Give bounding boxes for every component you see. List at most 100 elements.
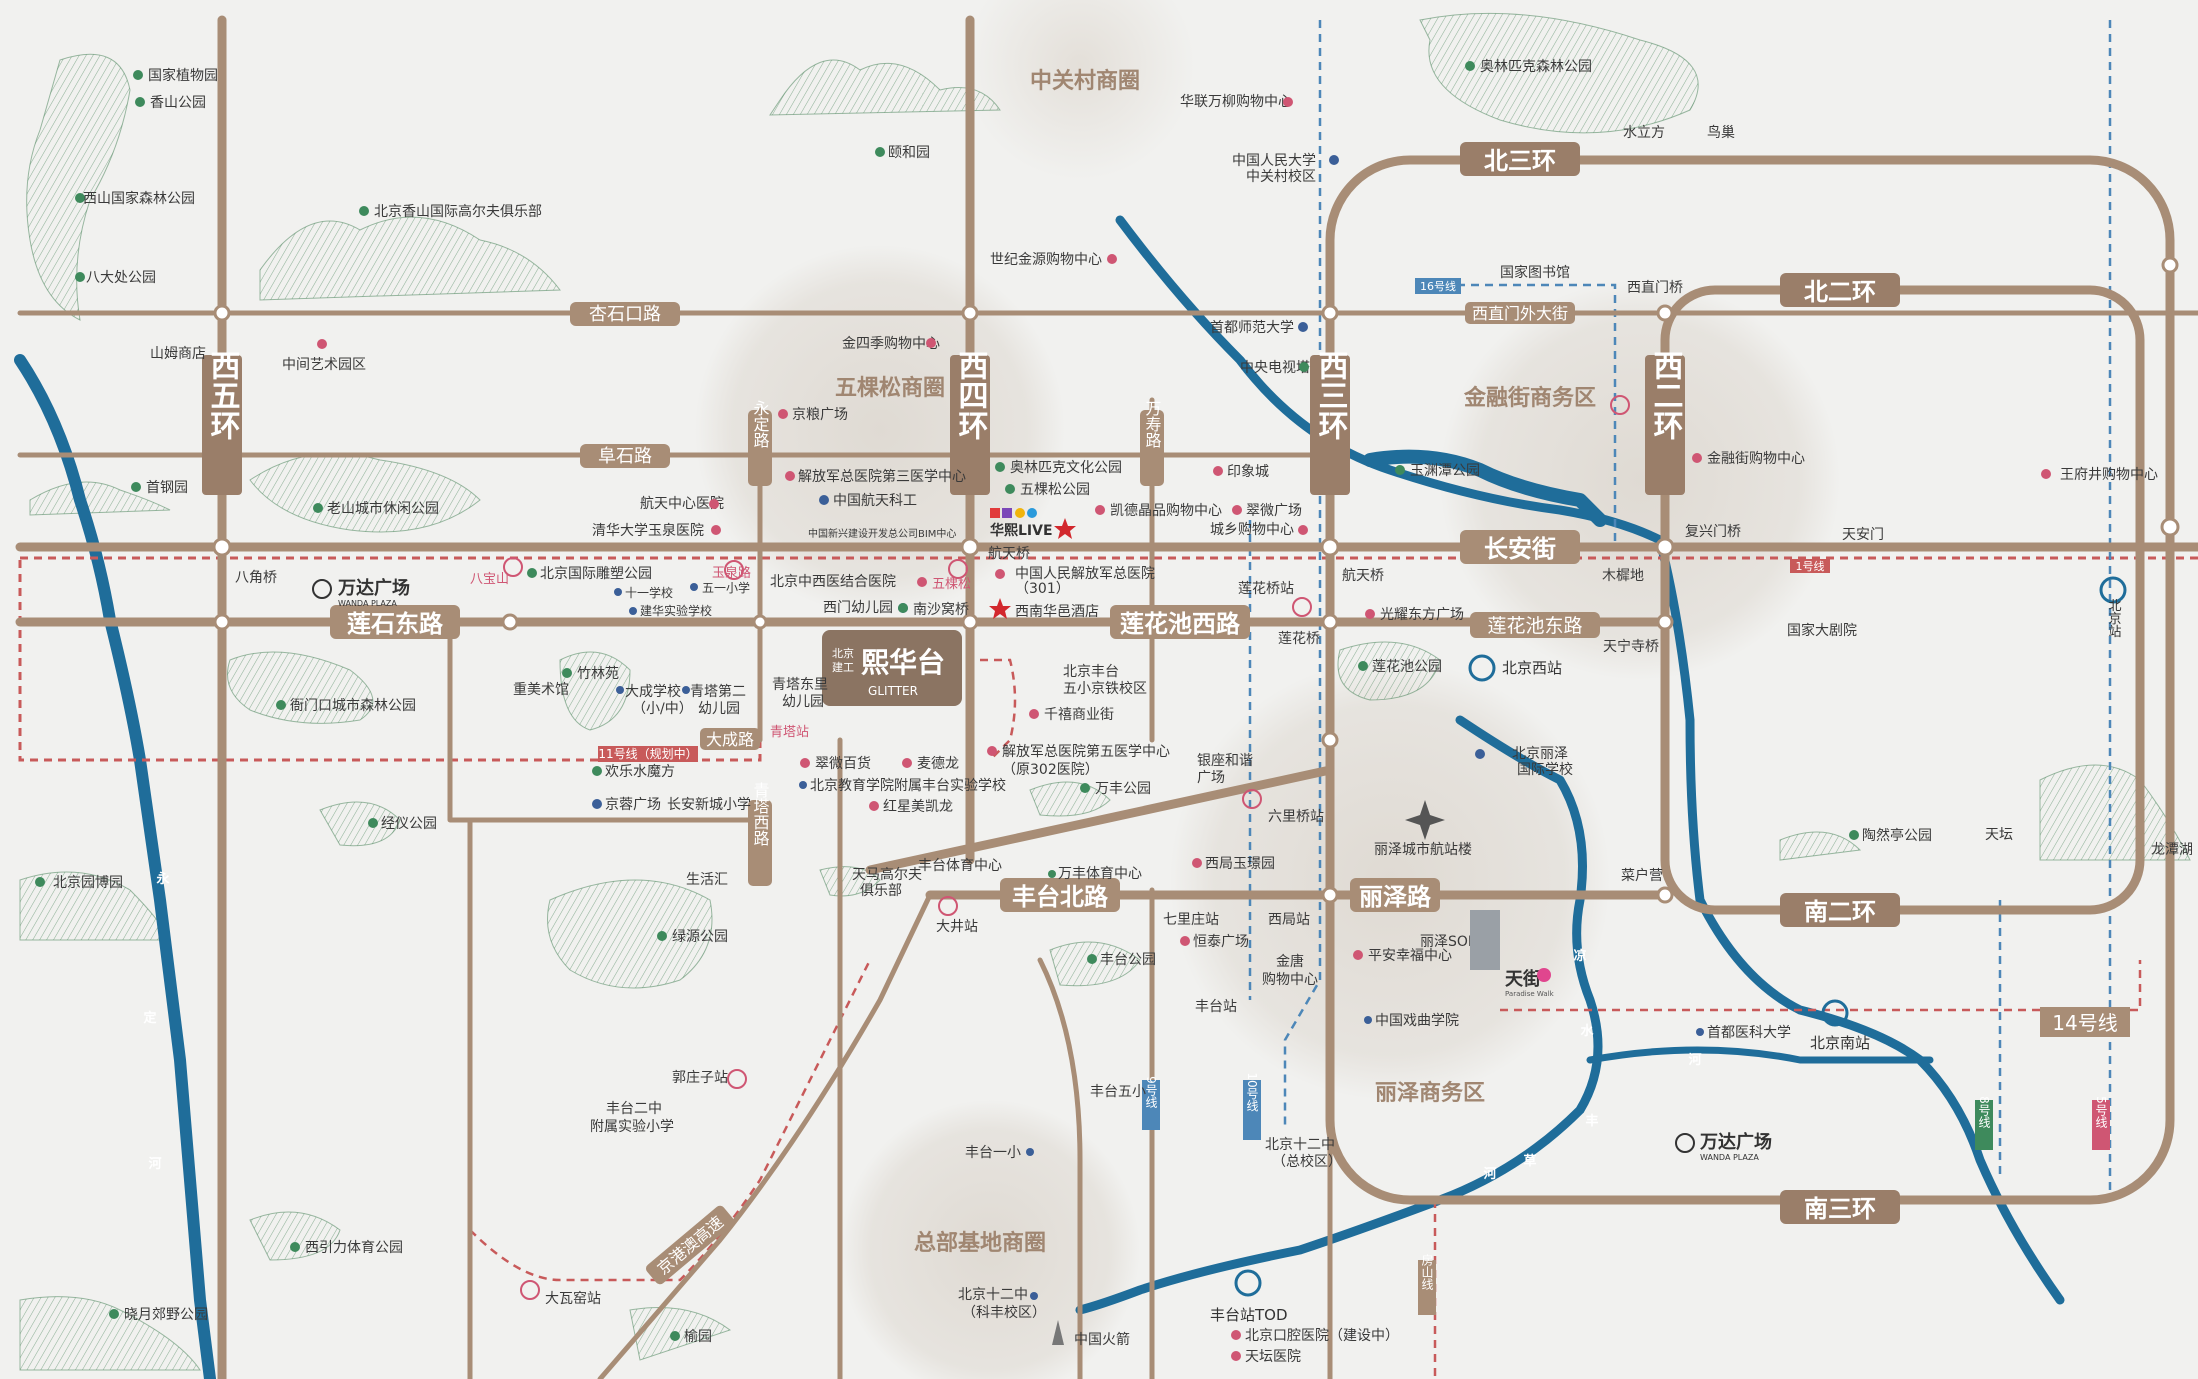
svg-text:西五环: 西五环 <box>205 350 241 440</box>
brands: 万达广场 WANDA PLAZA 万达广场 WANDA PLAZA 华熙LIVE… <box>312 508 1772 1162</box>
svg-text:北京丽泽: 北京丽泽 <box>1512 746 1568 762</box>
project-marker[interactable]: 北京 建工 熙华台 GLITTER <box>822 630 962 706</box>
line10-label[interactable]: 10号线 <box>1243 1072 1261 1140</box>
svg-text:北京丰台: 北京丰台 <box>1063 664 1119 680</box>
line16-label[interactable]: 16号线 <box>1415 278 1461 294</box>
fushi-label[interactable]: 阜石路 <box>580 444 670 468</box>
svg-text:莲花池西路: 莲花池西路 <box>1120 610 1241 638</box>
lianhuachi-east-label[interactable]: 莲花池东路 <box>1470 612 1600 638</box>
metro-labels[interactable]: 1号线 11号线（规划中） 14号线 16号线 9号线 10号线 8号线 5号 <box>598 278 2130 1315</box>
wanshou-label[interactable]: 万寿路 <box>1140 400 1164 486</box>
svg-text:首钢园: 首钢园 <box>146 480 188 496</box>
node-b <box>961 613 979 631</box>
line5-label[interactable]: 5号线 <box>2092 1096 2110 1150</box>
line9-label[interactable]: 9号线 <box>1142 1076 1160 1130</box>
svg-text:中国新兴建设开发总公司BIM中心: 中国新兴建设开发总公司BIM中心 <box>808 527 956 540</box>
north2-label[interactable]: 北二环 <box>1780 273 1900 307</box>
lianshi-label[interactable]: 莲石东路 <box>330 605 460 639</box>
svg-text:山姆商店: 山姆商店 <box>150 346 206 362</box>
svg-text:8号线: 8号线 <box>1977 1096 1991 1128</box>
west2-label[interactable]: 西二环 <box>1645 350 1685 495</box>
svg-text:八宝山: 八宝山 <box>470 572 509 587</box>
svg-text:首都医科大学: 首都医科大学 <box>1707 1025 1791 1041</box>
line11-label[interactable]: 11号线（规划中） <box>598 746 698 762</box>
svg-text:城乡购物中心: 城乡购物中心 <box>1210 522 1294 538</box>
svg-text:光耀东方广场: 光耀东方广场 <box>1380 607 1464 623</box>
svg-text:丰台北路: 丰台北路 <box>1012 883 1109 911</box>
west4-label[interactable]: 西四环 <box>950 350 990 495</box>
xiaoyue-forest <box>19 1296 201 1371</box>
yiheyuan-hill <box>769 59 1001 116</box>
wanda-icon <box>312 579 332 599</box>
qingta-west-label[interactable]: 青塔西路 <box>748 782 772 886</box>
svg-text:五棵松公园: 五棵松公园 <box>1020 482 1090 498</box>
project-en-name: GLITTER <box>868 684 918 698</box>
hengmenkou-forest <box>227 651 374 724</box>
line8-label[interactable]: 8号线 <box>1975 1096 1993 1150</box>
svg-text:俱乐部: 俱乐部 <box>860 883 902 899</box>
shougang-hill <box>29 481 171 516</box>
svg-text:北京十二中: 北京十二中 <box>1265 1137 1335 1153</box>
svg-text:清华大学玉泉医院: 清华大学玉泉医院 <box>592 522 704 539</box>
svg-text:14号线: 14号线 <box>2052 1011 2117 1035</box>
south3-label[interactable]: 南三环 <box>1780 1190 1900 1224</box>
svg-text:北京中西医结合医院: 北京中西医结合医院 <box>770 574 896 590</box>
train-icon-3 <box>2099 576 2127 604</box>
wukesong-district: 五棵松商圈 <box>835 375 945 401</box>
yuyuan-forest <box>629 1307 732 1361</box>
svg-text:香山公园: 香山公园 <box>150 95 206 111</box>
line14-label[interactable]: 14号线 <box>2040 1007 2130 1037</box>
west3-label[interactable]: 西三环 <box>1310 350 1350 495</box>
svg-text:购物中心: 购物中心 <box>1262 972 1318 988</box>
north3-label[interactable]: 北三环 <box>1460 142 1580 176</box>
lize-label[interactable]: 丽泽路 <box>1350 878 1440 912</box>
svg-text:中国人民解放军总医院: 中国人民解放军总医院 <box>1015 566 1155 582</box>
rivers <box>14 215 2065 1379</box>
dacheng-label[interactable]: 大成路 <box>700 728 760 750</box>
svg-text:复兴门桥: 复兴门桥 <box>1685 523 1741 540</box>
svg-text:丰台体育中心: 丰台体育中心 <box>918 858 1002 874</box>
svg-text:天坛: 天坛 <box>1985 827 2013 843</box>
tianjie: 天街 Paradise Walk <box>1505 968 1555 998</box>
south2-label[interactable]: 南二环 <box>1780 893 1900 927</box>
svg-text:10号线: 10号线 <box>1245 1072 1259 1111</box>
west5-label[interactable]: 西五环 <box>202 350 242 495</box>
svg-text:建华实验学校: 建华实验学校 <box>640 603 712 618</box>
tonghui-river <box>1655 535 2065 1305</box>
fengtai-north-label[interactable]: 丰台北路 <box>1000 878 1120 912</box>
svg-text:永定路: 永定路 <box>751 400 770 448</box>
svg-text:丰台一小: 丰台一小 <box>965 1145 1021 1161</box>
svg-text:永: 永 <box>155 871 170 887</box>
svg-text:丰台公园: 丰台公园 <box>1100 952 1156 968</box>
svg-text:郭庄子站: 郭庄子站 <box>672 1069 728 1086</box>
svg-text:华联万柳购物中心: 华联万柳购物中心 <box>1180 93 1292 110</box>
svg-text:北京西站: 北京西站 <box>1502 659 1562 677</box>
xingshikou-label[interactable]: 杏石口路 <box>570 302 680 326</box>
finance-district: 金融街商务区 <box>1463 385 1596 411</box>
train-icon-4 <box>1234 1269 1262 1297</box>
lianshi-node <box>213 613 231 631</box>
fangshan-label[interactable]: 房山线 <box>1418 1253 1436 1315</box>
finance-circle <box>1440 280 1840 680</box>
ring-labels[interactable]: 西五环 西四环 西三环 西二环 北三环 北二环 南二环 南三环 <box>202 142 1900 1224</box>
svg-text:颐和园: 颐和园 <box>888 145 930 161</box>
svg-text:西局站: 西局站 <box>1268 912 1310 928</box>
lianhuachi-west-label[interactable]: 莲花池西路 <box>1110 605 1250 639</box>
svg-text:水: 水 <box>1580 1023 1594 1039</box>
svg-text:衙门口城市森林公园: 衙门口城市森林公园 <box>290 697 416 714</box>
changan-label[interactable]: 长安街 <box>1460 530 1580 564</box>
svg-text:莲花池公园: 莲花池公园 <box>1372 659 1442 675</box>
lize-district: 丽泽商务区 <box>1375 1080 1485 1106</box>
svg-text:草: 草 <box>1523 1153 1536 1169</box>
road-labels[interactable]: 杏石口路 阜石路 长安街 莲石东路 莲花池西路 莲花池东路 丰台北路 丽泽路 <box>330 302 1600 1286</box>
line1-label[interactable]: 1号线 <box>1790 559 1830 573</box>
yongding-label[interactable]: 永定路 <box>748 400 772 486</box>
svg-text:北京教育学院附属丰台实验学校: 北京教育学院附属丰台实验学校 <box>810 777 1006 794</box>
bajiao-node <box>212 537 232 557</box>
svg-text:河: 河 <box>148 1156 161 1172</box>
xizhimenwai-label[interactable]: 西直门外大街 <box>1465 302 1575 324</box>
svg-text:经仪公园: 经仪公园 <box>381 816 437 832</box>
svg-text:丰台二中: 丰台二中 <box>606 1101 662 1117</box>
fengtai-tod-station: 丰台站TOD <box>1210 1269 1288 1324</box>
